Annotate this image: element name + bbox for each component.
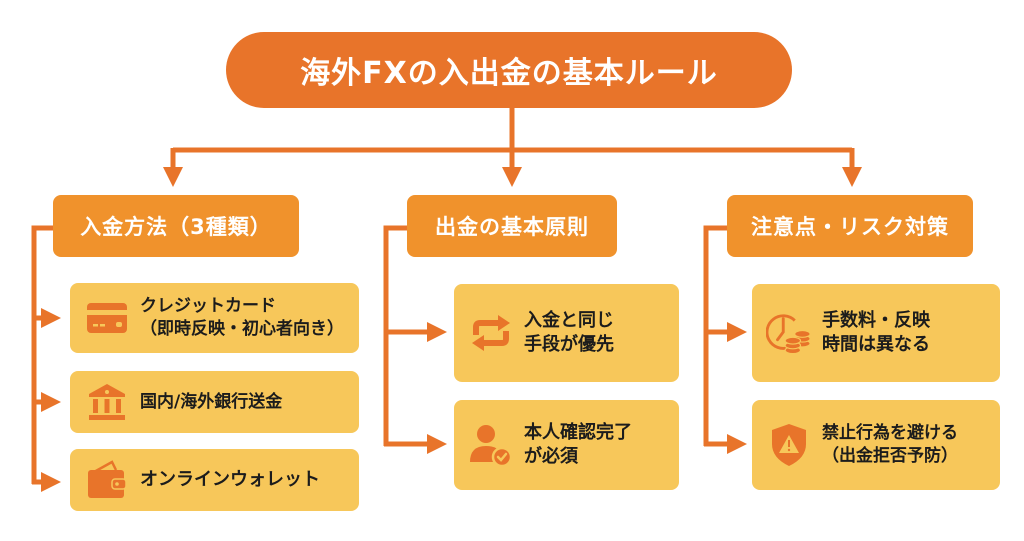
category-deposit-methods: 入金方法（3種類） [53, 195, 299, 257]
card-line: （出金拒否予防） [822, 446, 958, 466]
card-line: 本人確認完了 [524, 421, 632, 443]
card-fees-timing: 手数料・反映 時間は異なる [752, 284, 1000, 382]
clock-coins-icon [766, 310, 812, 356]
card-line: 国内/海外銀行送金 [140, 391, 283, 412]
credit-card-icon [84, 295, 130, 341]
user-verified-icon [468, 422, 514, 468]
card-line: オンラインウォレット [140, 468, 320, 490]
card-line: 時間は異なる [822, 334, 930, 355]
category-cautions-risk: 注意点・リスク対策 [727, 195, 973, 257]
card-line: 手数料・反映 [822, 309, 930, 331]
diagram-title: 海外FXの入出金の基本ルール [226, 32, 792, 108]
col2-spine [383, 225, 410, 446]
card-line: 禁止行為を避ける [822, 423, 958, 444]
card-credit-card: クレジットカード （即時反映・初心者向き） [70, 283, 359, 353]
col1-spine [31, 225, 56, 484]
card-line: クレジットカード [140, 296, 276, 317]
card-prohibited-actions: 禁止行為を避ける （出金拒否予防） [752, 400, 1000, 490]
card-line: 手段が優先 [524, 334, 614, 355]
shield-warning-icon [766, 422, 812, 468]
card-line: （即時反映・初心者向き） [140, 319, 344, 339]
card-identity-verification: 本人確認完了 が必須 [454, 400, 679, 490]
exchange-arrows-icon [468, 310, 514, 356]
card-line: が必須 [524, 446, 578, 467]
card-bank-transfer: 国内/海外銀行送金 [70, 371, 359, 433]
col3-spine [703, 225, 730, 446]
wallet-icon [84, 457, 130, 503]
category-withdrawal-principles: 出金の基本原則 [407, 195, 617, 257]
bank-icon [84, 379, 130, 425]
card-line: 入金と同じ [524, 309, 614, 331]
card-same-method: 入金と同じ 手段が優先 [454, 284, 679, 382]
card-online-wallet: オンラインウォレット [70, 449, 359, 511]
